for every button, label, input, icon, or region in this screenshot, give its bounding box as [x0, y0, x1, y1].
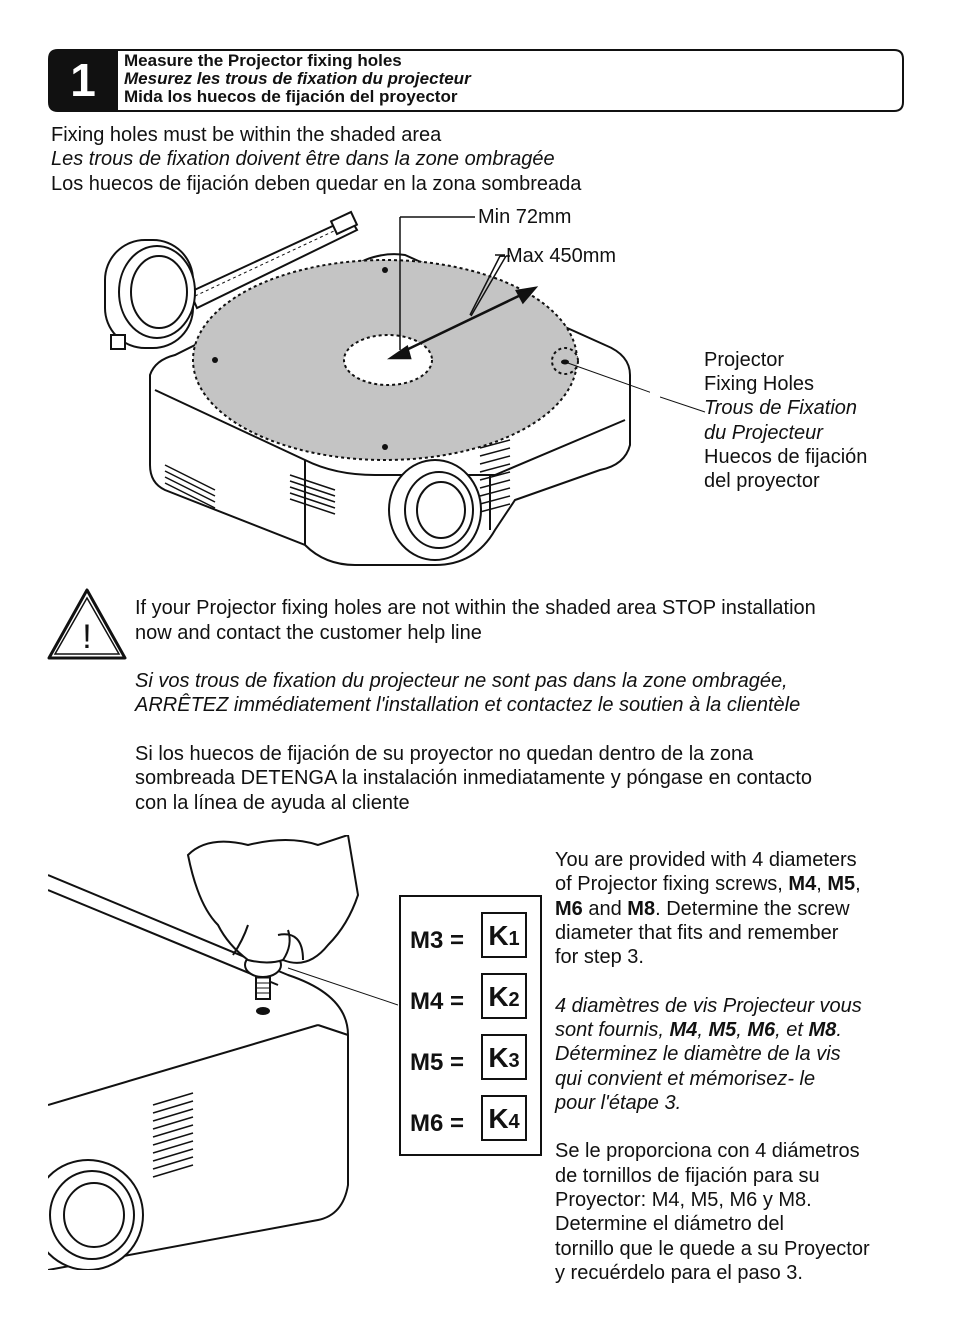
warning-en-2: now and contact the customer help line [135, 622, 482, 644]
screw-key-table: M3 = K1 M4 = K2 M5 = K3 M6 = K4 [399, 895, 542, 1156]
max-leader-arrow [470, 255, 510, 317]
max-leader [495, 254, 505, 256]
screw-en-1: You are provided with 4 diameters [555, 849, 857, 871]
screw-fr-2: sont fournis, M4, M5, M6, et M8. [555, 1019, 842, 1041]
min-radius-inner-circle [343, 334, 433, 386]
projector-top-diagram [104, 210, 650, 566]
screw-key-k4: K4 [481, 1095, 527, 1141]
step-header-frame [48, 49, 904, 112]
callout-line-1: Projector [704, 349, 785, 371]
warning-triangle-icon: ! [47, 588, 127, 660]
callout-line-5: Huecos de fijación [704, 446, 868, 468]
screw-label-m4: M4 = [410, 988, 465, 1015]
step-title-fr: Mesurez les trous de fixation du project… [124, 69, 471, 88]
intro-fr: Les trous de fixation doivent être dans … [51, 148, 555, 170]
screw-es-1: Se le proporciona con 4 diámetros [555, 1140, 860, 1162]
screw-es-3: Proyector: M4, M5, M6 y M8. [555, 1189, 812, 1211]
screw-label-m3: M3 = [410, 927, 465, 954]
intro-en: Fixing holes must be within the shaded a… [51, 124, 442, 146]
screw-fr-3: Déterminez le diamètre de la vis [555, 1043, 841, 1065]
hand-screw-illustration [48, 835, 398, 1270]
max-label: Max 450mm [506, 245, 617, 267]
warning-es-1: Si los huecos de fijación de su proyecto… [135, 743, 754, 765]
screw-es-5: tornillo que le quede a su Proyector [555, 1238, 870, 1260]
callout-line-2: Fixing Holes [704, 373, 815, 395]
screw-label-m6: M6 = [410, 1110, 465, 1137]
screw-key-k1: K1 [481, 912, 527, 958]
screw-key-k2: K2 [481, 973, 527, 1019]
screw-label-m5: M5 = [410, 1049, 465, 1076]
warning-en-1: If your Projector fixing holes are not w… [135, 597, 816, 619]
min-label: Min 72mm [478, 206, 572, 228]
screw-en-3: M6 and M8. Determine the screw [555, 898, 850, 920]
warning-fr-1: Si vos trous de fixation du projecteur n… [135, 670, 788, 692]
warning-symbol: ! [82, 618, 91, 656]
step-title-es: Mida los huecos de fijación del proyecto… [124, 87, 458, 106]
callout-line-3: Trous de Fixation [704, 397, 858, 419]
screw-fr-5: pour l'étape 3. [555, 1092, 682, 1114]
screw-es-6: y recuérdelo para el paso 3. [555, 1262, 803, 1284]
screw-es-4: Determine el diámetro del [555, 1213, 784, 1235]
screw-en-2: of Projector fixing screws, M4, M5, [555, 873, 861, 895]
screw-en-5: for step 3. [555, 946, 644, 968]
warning-fr-2: ARRÊTEZ immédiatement l'installation et … [135, 694, 801, 716]
screw-es-2: de tornillos de fijación para su [555, 1165, 820, 1187]
screw-fr-4: qui convient et mémorisez- le [555, 1068, 816, 1090]
screw-en-4: diameter that fits and remember [555, 922, 839, 944]
step-title-en: Measure the Projector fixing holes [124, 51, 402, 70]
callout-line-6: del proyector [704, 470, 820, 492]
tape-measure-illustration [104, 210, 359, 350]
intro-es: Los huecos de fijación deben quedar en l… [51, 173, 582, 195]
callout-leader-ext [660, 396, 706, 413]
warning-es-3: con la línea de ayuda al cliente [135, 792, 410, 814]
step-header: 1 Measure the Projector fixing holes Mes… [48, 49, 904, 112]
callout-line-4: du Projecteur [704, 422, 823, 444]
warning-es-2: sombreada DETENGA la instalación inmedia… [135, 767, 813, 789]
step-number: 1 [70, 54, 96, 106]
callout-leader-line [564, 361, 650, 393]
screw-key-k3: K3 [481, 1034, 527, 1080]
measure-arrows [386, 216, 539, 360]
screw-fr-1: 4 diamètres de vis Projecteur vous [555, 995, 862, 1017]
